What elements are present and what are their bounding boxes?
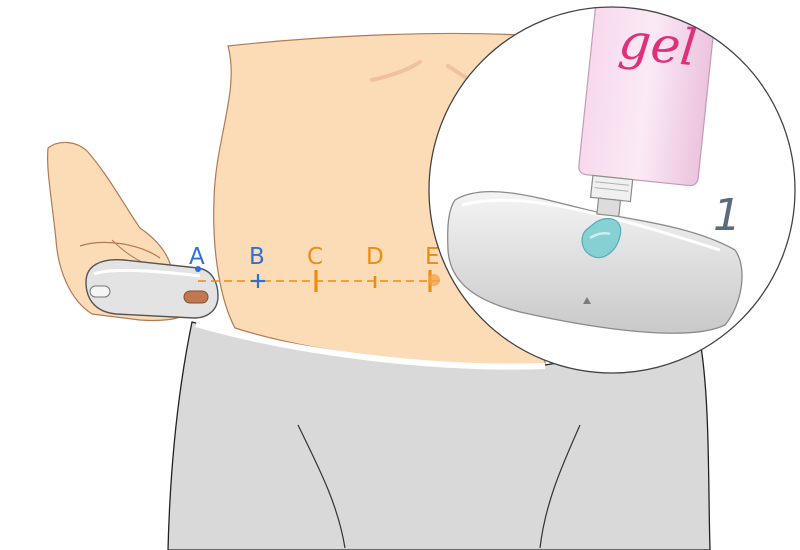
torso-crease (370, 60, 422, 82)
gel-tube: gel (578, 7, 717, 218)
marker-e-spot (428, 274, 440, 286)
point-label-c: C (307, 244, 323, 270)
gel-drop (581, 217, 622, 259)
point-label-b: B (249, 244, 265, 270)
waistband (195, 321, 546, 370)
marker-a (195, 266, 201, 272)
shorts-fold-left (297, 424, 346, 549)
point-label-a: A (189, 244, 205, 270)
point-label-d: D (366, 244, 384, 270)
hand-finger (79, 241, 161, 259)
gel-label: gel (616, 12, 699, 78)
device-indicator (183, 290, 209, 304)
triangle-icon (583, 297, 591, 304)
step-number: 1 (713, 190, 741, 241)
zoom-inset: gel 1 (428, 6, 796, 374)
marker-b (251, 274, 265, 288)
shorts-fold-right (539, 424, 581, 549)
device-button (89, 285, 111, 298)
handheld-device (85, 259, 219, 319)
point-label-e: E (425, 244, 440, 270)
inset-border (428, 6, 796, 374)
